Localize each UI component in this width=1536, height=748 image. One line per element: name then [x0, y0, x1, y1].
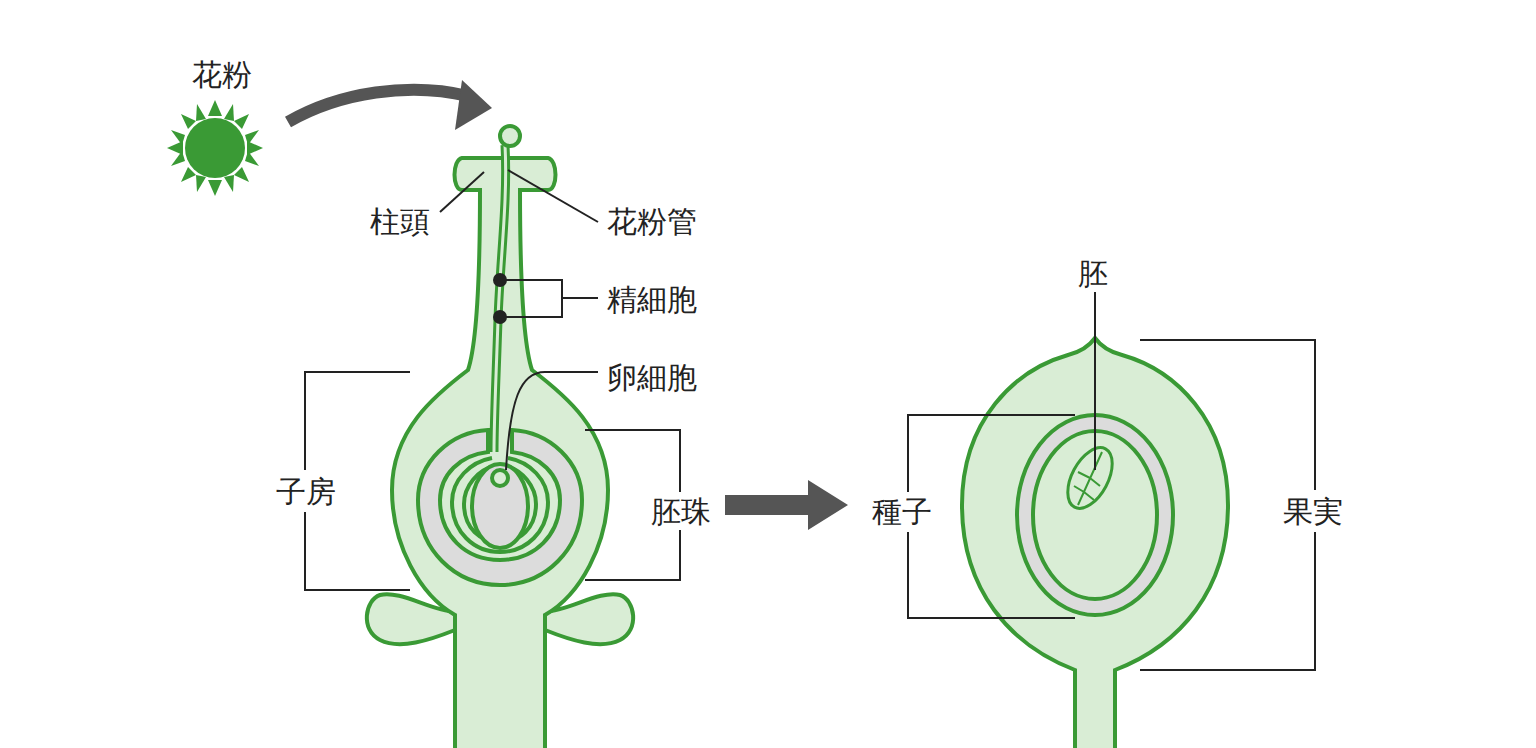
pollination-arrow [288, 90, 468, 122]
pollen-tube-label: 花粉管 [604, 205, 700, 240]
arrow-head [455, 80, 492, 130]
sperm-cell [493, 310, 507, 324]
pollen-label: 花粉 [189, 58, 255, 93]
stigma-label: 柱頭 [367, 205, 433, 240]
ovary-label: 子房 [273, 475, 339, 510]
embryo-label: 胚 [1075, 257, 1111, 292]
seed-label: 種子 [869, 495, 935, 530]
pollen-grain [167, 100, 263, 196]
sperm-cell [493, 273, 507, 287]
sperm-cell-label: 精細胞 [604, 283, 700, 318]
leader-lines [908, 292, 1315, 670]
fruit-label: 果実 [1280, 495, 1346, 530]
ovule-label: 胚珠 [648, 495, 714, 530]
transition-arrow [725, 480, 848, 530]
pistil [367, 126, 633, 748]
egg-cell-label: 卵細胞 [604, 361, 700, 396]
